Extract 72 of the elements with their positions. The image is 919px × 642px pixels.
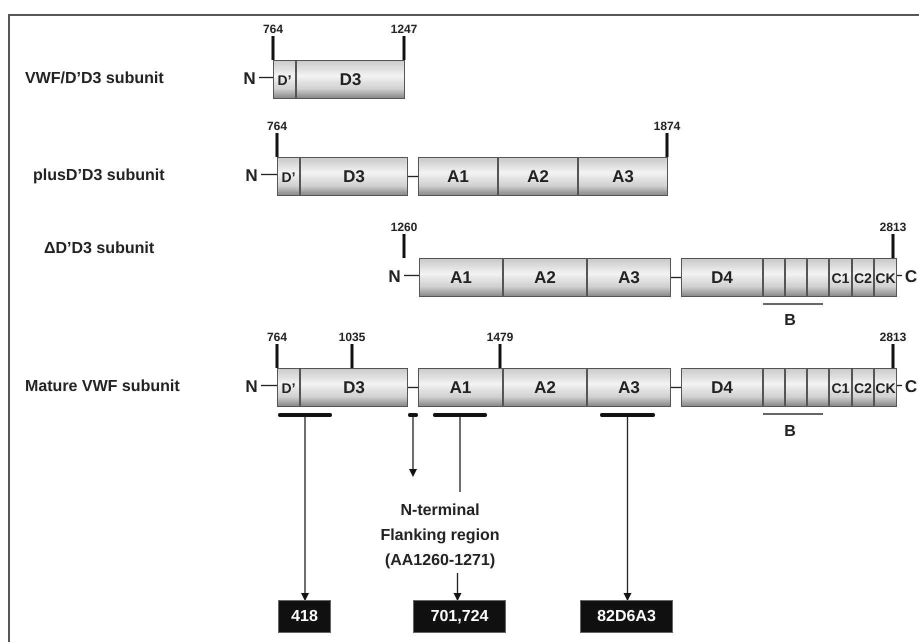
arrow (409, 417, 417, 477)
residue-number: 1260 (390, 220, 418, 234)
connector-line (671, 386, 681, 388)
domain-segment: A3 (587, 258, 671, 297)
domain-segment: C1 (829, 258, 852, 297)
residue-number: 2813 (880, 220, 906, 234)
terminus-label: N (244, 376, 259, 398)
residue-number: 764 (266, 330, 288, 344)
repeat-segment (807, 368, 829, 407)
subunit-name: plusD’D3 subunit (33, 167, 165, 185)
residue-number: 764 (266, 119, 288, 133)
repeat-segment (785, 368, 807, 407)
terminus-label: N (387, 266, 402, 288)
connector-line (259, 76, 273, 78)
residue-number: 2813 (880, 330, 906, 344)
connector-line (671, 276, 681, 278)
domain-label: B (784, 423, 796, 441)
domain-segment: A1 (419, 258, 503, 297)
connector-line (459, 417, 461, 492)
region-label: N-terminal Flanking region (AA1260-1271) (370, 498, 510, 573)
domain-segment: A1 (418, 157, 498, 196)
epitope-bar (433, 413, 487, 417)
residue-number: 1874 (654, 119, 680, 133)
arrow (454, 573, 462, 601)
repeat-segment (807, 258, 829, 297)
terminus-label: N (244, 165, 259, 187)
domain-segment: A2 (503, 258, 587, 297)
connector-line (408, 386, 418, 388)
domain-segment: A3 (587, 368, 671, 407)
connector-line (261, 174, 277, 176)
domain-segment: D’ (277, 368, 300, 407)
antibody-label: 82D6A3 (580, 600, 673, 633)
domain-segment: A2 (498, 157, 578, 196)
domain-segment: C2 (852, 368, 874, 407)
epitope-bar (600, 413, 655, 417)
antibody-label: 418 (278, 600, 331, 633)
subunit-name: VWF/D’D3 subunit (25, 70, 164, 88)
connector-line (408, 176, 418, 178)
repeat-segment (763, 368, 785, 407)
residue-number: 1035 (338, 330, 366, 344)
terminus-label: N (242, 68, 257, 90)
domain-segment: C1 (829, 368, 852, 407)
terminus-label: C (904, 266, 918, 288)
domain-segment: D’ (277, 157, 300, 196)
domain-segment: D4 (681, 258, 763, 297)
epitope-bar (408, 413, 418, 417)
antibody-label: 701,724 (413, 600, 506, 633)
connector-line (261, 384, 277, 386)
domain-segment: CK (874, 368, 897, 407)
domain-segment: CK (874, 258, 897, 297)
subunit-name: Mature VWF subunit (25, 378, 180, 396)
epitope-bar (278, 413, 332, 417)
arrow (624, 417, 632, 601)
domain-segment: A1 (418, 368, 503, 407)
domain-segment: D3 (296, 60, 405, 99)
repeat-segment (763, 258, 785, 297)
domain-segment: A3 (578, 157, 668, 196)
domain-segment: A2 (503, 368, 587, 407)
connector-line (404, 274, 419, 276)
domain-segment: D3 (300, 368, 408, 407)
residue-number: 1247 (390, 22, 418, 36)
domain-segment: C2 (852, 258, 874, 297)
domain-segment: D’ (273, 60, 296, 99)
subunit-name: ΔD’D3 subunit (44, 240, 154, 258)
domain-segment: D3 (300, 157, 408, 196)
terminus-label: C (904, 376, 918, 398)
domain-segment: D4 (681, 368, 763, 407)
repeat-segment (785, 258, 807, 297)
residue-number: 1479 (486, 330, 514, 344)
arrow (301, 417, 309, 601)
residue-number: 764 (262, 22, 284, 36)
domain-label: B (784, 312, 796, 330)
